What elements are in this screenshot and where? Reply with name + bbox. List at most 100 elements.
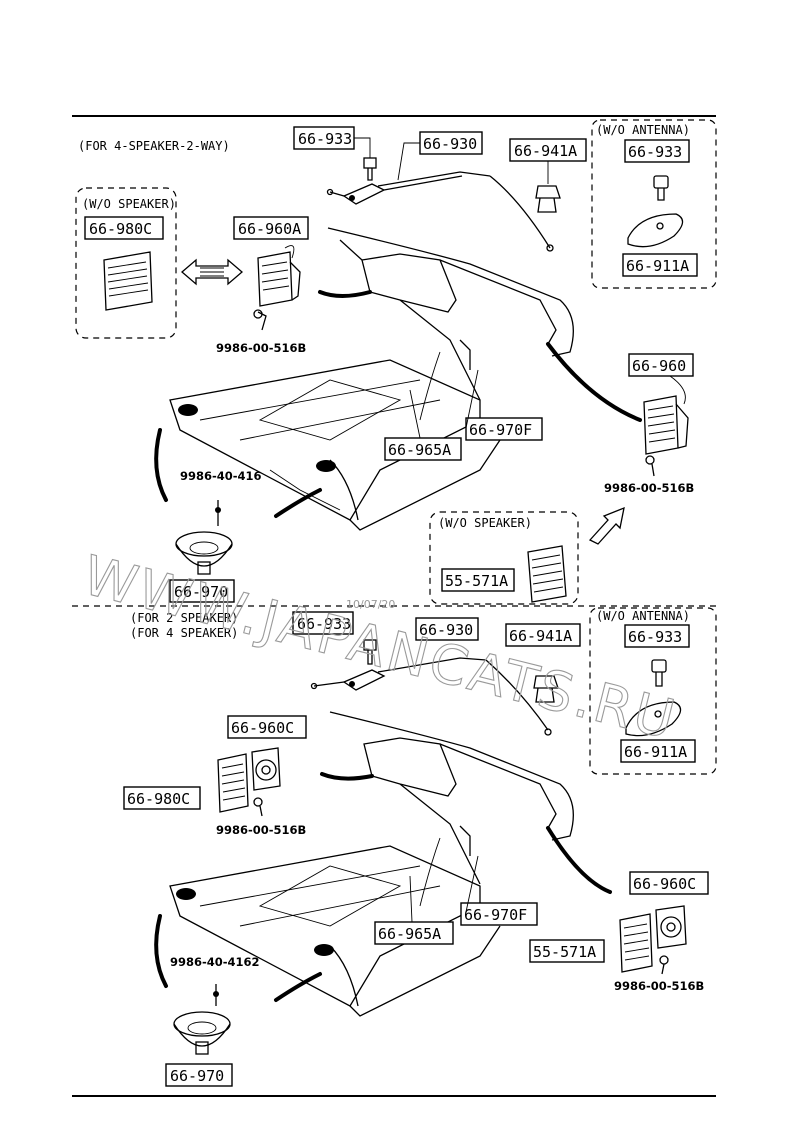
- part-label-66-970: 66-970: [170, 1067, 224, 1085]
- dashboard-outline: [318, 227, 642, 422]
- screw-label-rear: 9986-40-416: [180, 469, 262, 483]
- top-wo-speaker-lower-title: (W/O SPEAKER): [438, 516, 532, 530]
- top-wo-antenna-title: (W/O ANTENNA): [596, 123, 690, 137]
- part-label-66-970F: 66-970F: [464, 906, 527, 924]
- screw-label-left: 9986-00-516B: [216, 823, 306, 837]
- label-box: [529, 939, 605, 963]
- label-box: [624, 139, 690, 163]
- bottom-wo-antenna-group: [589, 607, 717, 775]
- label-box: [505, 623, 581, 647]
- antenna-icon: [326, 171, 554, 252]
- watermark-text: WWW.JAPANCATS.RU: [77, 543, 684, 752]
- speaker-grille-icon: [103, 251, 153, 311]
- top-wo-speaker-group: [75, 187, 177, 339]
- part-label-66-911A: 66-911A: [624, 743, 687, 761]
- bolt-icon: [651, 659, 667, 687]
- top-caption: (FOR 4-SPEAKER-2-WAY): [78, 139, 230, 153]
- rear-speaker-icon: [175, 531, 233, 575]
- cap-plate-icon: [625, 701, 682, 737]
- grille-cover-icon: [527, 545, 567, 603]
- part-label-66-933: 66-933: [297, 615, 351, 633]
- part-label-66-970: 66-970: [174, 583, 228, 601]
- bolt-icon: [653, 175, 669, 201]
- bolt-icon: [363, 639, 377, 665]
- tweeter-icon: [251, 747, 281, 791]
- top-wo-speaker-title: (W/O SPEAKER): [82, 197, 176, 211]
- interchange-arrow-icon: [588, 506, 625, 545]
- screw-label-left: 9986-00-516B: [216, 341, 306, 355]
- leader-line: [397, 142, 420, 181]
- bolt-icon: [363, 157, 377, 181]
- interchange-arrow-icon: [181, 258, 243, 286]
- top-wo-speaker-lower-group: [429, 511, 579, 605]
- screw-icon: [215, 500, 221, 526]
- part-label-66-933-antenna: 66-933: [628, 628, 682, 646]
- bottom-caption-1: (FOR 2 SPEAKER): [130, 611, 238, 625]
- label-box: [620, 739, 696, 763]
- part-label-55-571A: 55-571A: [445, 572, 508, 590]
- label-box: [169, 579, 235, 603]
- bottom-caption-2: (FOR 4 SPEAKER): [130, 626, 238, 640]
- part-label-66-980C: 66-980C: [127, 790, 190, 808]
- part-label-66-965A: 66-965A: [388, 441, 451, 459]
- speaker-grille-icon: [217, 753, 249, 813]
- dashboard-outline: [320, 711, 612, 894]
- label-box: [165, 1063, 233, 1087]
- label-box: [624, 624, 690, 648]
- screw-icon: [253, 309, 267, 331]
- label-box: [629, 871, 709, 895]
- floor-outline: [154, 825, 501, 1017]
- label-box: [84, 216, 164, 240]
- part-label-66-941A: 66-941A: [509, 627, 572, 645]
- part-label-66-930: 66-930: [423, 135, 477, 153]
- screw-icon: [659, 955, 669, 975]
- rear-speaker-icon: [173, 1011, 231, 1055]
- cap-plate-icon: [627, 213, 684, 248]
- clip-icon: [535, 185, 561, 213]
- label-box: [384, 437, 462, 461]
- part-label-66-933: 66-933: [298, 130, 352, 148]
- part-label-66-960A: 66-960A: [238, 220, 301, 238]
- screw-label-right: 9986-00-516B: [614, 979, 704, 993]
- label-box: [415, 617, 479, 641]
- label-box: [628, 353, 694, 377]
- leader-line: [409, 855, 479, 923]
- part-label-66-941A: 66-941A: [514, 142, 577, 160]
- part-label-66-970F: 66-970F: [469, 421, 532, 439]
- speaker-grille-icon: [619, 913, 653, 973]
- screw-label-rear: 9986-40-4162: [170, 955, 260, 969]
- bottom-section: (FOR 2 SPEAKER) (FOR 4 SPEAKER) 66-933 6…: [123, 607, 717, 1087]
- leader-line: [354, 137, 371, 158]
- bottom-wo-antenna-title: (W/O ANTENNA): [596, 609, 690, 623]
- screw-label-right: 9986-00-516B: [604, 481, 694, 495]
- part-label-66-960: 66-960: [632, 357, 686, 375]
- label-box: [441, 568, 515, 592]
- part-label-66-911A: 66-911A: [626, 257, 689, 275]
- screw-icon: [213, 984, 219, 1006]
- label-box: [374, 921, 454, 945]
- part-label-66-960C-left: 66-960C: [231, 719, 294, 737]
- label-box: [292, 611, 354, 635]
- floor-outline: [154, 339, 501, 531]
- label-box: [622, 253, 698, 277]
- top-section: (FOR 4-SPEAKER-2-WAY) (W/O SPEAKER) 66-9…: [75, 119, 717, 605]
- part-label-55-571A: 55-571A: [533, 943, 596, 961]
- tweeter-icon: [655, 905, 687, 949]
- part-label-66-930: 66-930: [419, 621, 473, 639]
- part-label-66-933-antenna: 66-933: [628, 143, 682, 161]
- label-box: [465, 417, 543, 441]
- screw-icon: [645, 455, 655, 477]
- clip-icon: [533, 675, 559, 703]
- speaker-unit-icon: [257, 245, 301, 307]
- watermark-stamp: 10/07/20: [346, 598, 395, 611]
- part-label-66-965A: 66-965A: [378, 925, 441, 943]
- label-box: [227, 715, 307, 739]
- label-box: [233, 216, 309, 240]
- screw-icon: [253, 797, 263, 817]
- speaker-unit-icon: [643, 375, 689, 455]
- label-box: [123, 786, 201, 810]
- part-label-66-980C: 66-980C: [89, 220, 152, 238]
- antenna-icon: [310, 657, 552, 736]
- leader-line: [409, 369, 479, 439]
